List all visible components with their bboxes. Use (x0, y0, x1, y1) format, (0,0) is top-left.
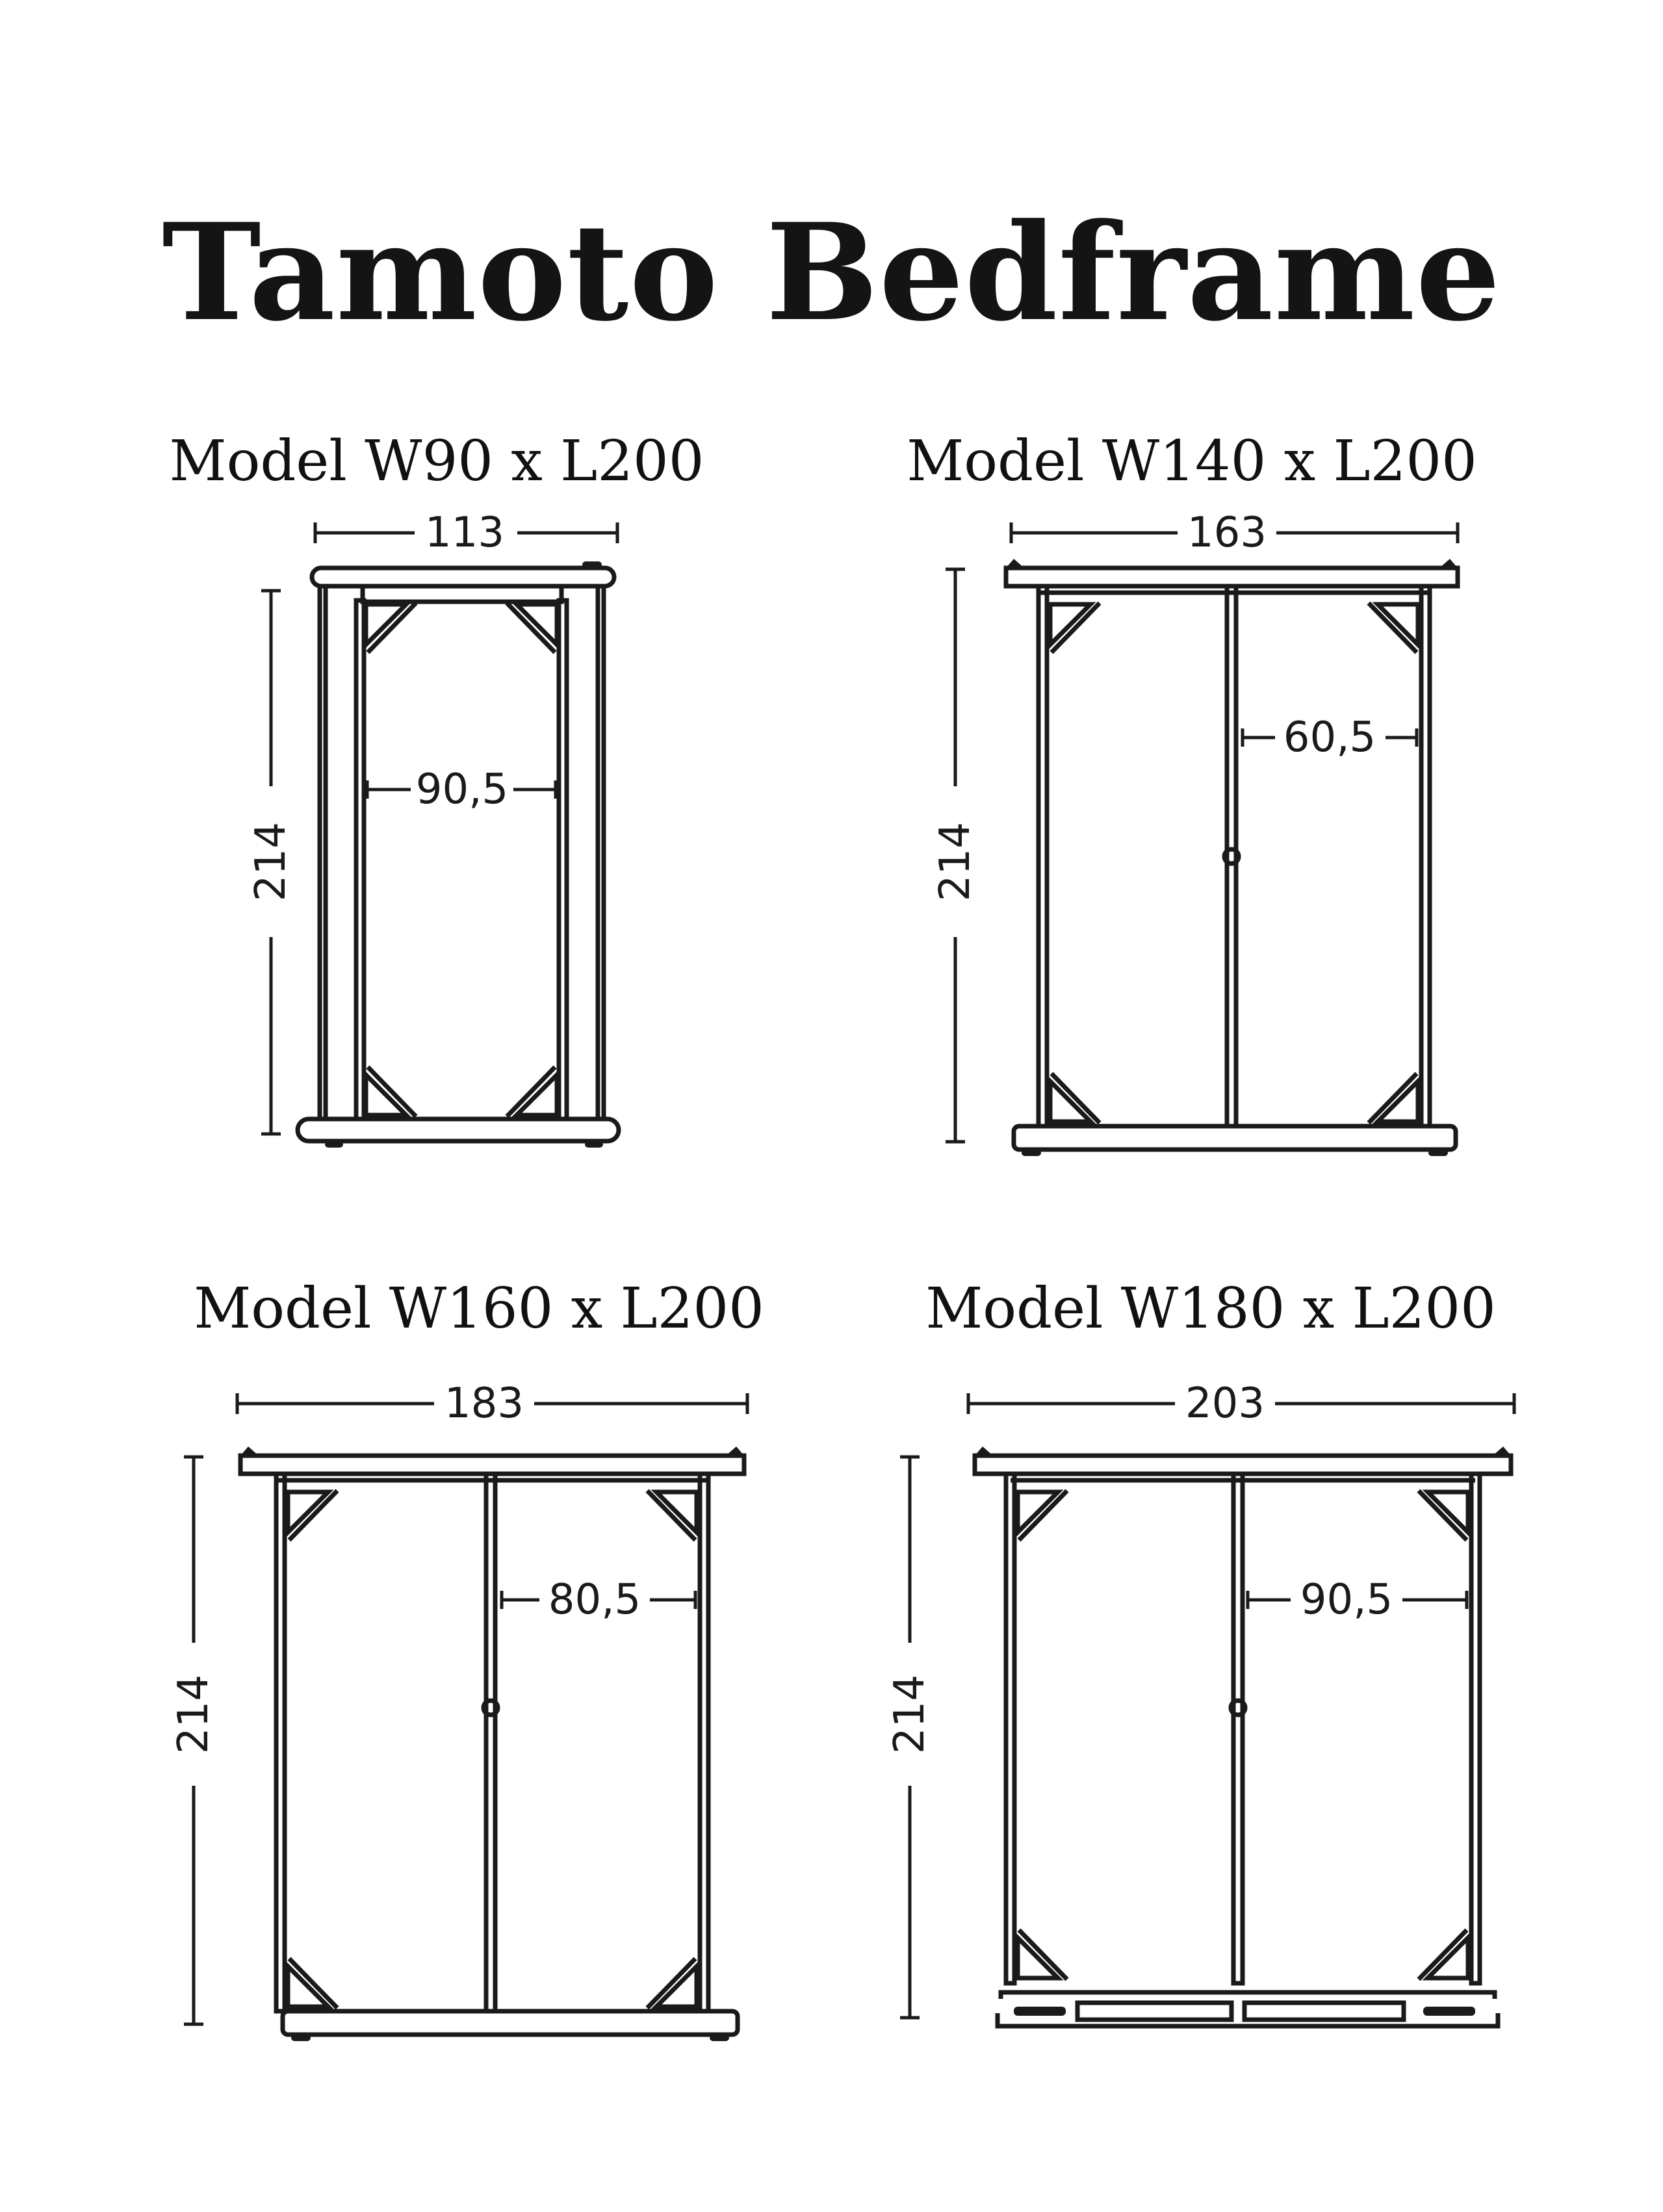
w180-width-label: 203 (1185, 1380, 1265, 1428)
w90-right-side (556, 598, 569, 1122)
w160-corner-braces (285, 1489, 699, 2010)
w180-bottom-base (995, 1990, 1501, 2029)
w160-height-dimension: 214 (170, 1455, 218, 2026)
w160-right-leg (697, 1471, 711, 2014)
w140-bottom-rail (1011, 1124, 1458, 1156)
w180-inner-label: 90,5 (1300, 1576, 1393, 1624)
w140-inner-dimension: 60,5 (1241, 714, 1419, 762)
model-w90-title: Model W90 x L200 (169, 429, 704, 494)
model-w140-title: Model W140 x L200 (907, 429, 1477, 494)
w160-left-leg (274, 1471, 287, 2014)
model-w180-title: Model W180 x L200 (925, 1276, 1496, 1341)
w160-inner-label: 80,5 (548, 1576, 641, 1624)
w160-center-post (483, 1471, 498, 2014)
w160-bottom-rail (280, 2009, 740, 2041)
w160-height-label: 214 (170, 1675, 218, 1754)
model-w90-drawing: 113 90,5 (247, 509, 621, 1148)
w140-center-post (1224, 584, 1239, 1129)
w160-width-dimension: 183 (235, 1380, 749, 1428)
w180-post-bolt (1228, 1698, 1248, 1717)
w90-top-rail (309, 561, 617, 589)
w90-rail-knob (582, 561, 602, 568)
w180-right-leg (1469, 1471, 1482, 1986)
w140-height-dimension: 214 (931, 567, 979, 1144)
w90-left-side (354, 598, 367, 1122)
w140-corner-braces (1048, 601, 1421, 1125)
w140-post-bolt (1222, 847, 1241, 866)
model-w180-drawing: 203 90,5 (886, 1380, 1516, 2029)
w180-width-dimension: 203 (966, 1380, 1516, 1428)
w90-inner-dimension: 90,5 (365, 765, 558, 814)
w140-height-label: 214 (931, 822, 979, 901)
w160-inner-dimension: 80,5 (500, 1576, 697, 1624)
model-w140-drawing: 163 60,5 (931, 509, 1460, 1156)
w90-inner-label: 90,5 (416, 765, 509, 814)
w90-width-dimension: 113 (313, 509, 619, 557)
w90-sub-rail (360, 584, 564, 604)
w140-inner-label: 60,5 (1283, 714, 1376, 762)
w160-post-bolt (481, 1698, 500, 1717)
w140-right-leg (1419, 584, 1432, 1129)
w90-right-leg (595, 584, 606, 1122)
w90-corner-braces (363, 601, 560, 1118)
model-w160-drawing: 183 80,5 (170, 1380, 749, 2041)
w90-height-label: 214 (247, 822, 295, 901)
w180-left-leg (1003, 1471, 1017, 1986)
page-title: Tamoto Bedframe (162, 195, 1501, 351)
w140-width-dimension: 163 (1009, 509, 1460, 557)
model-w160-title: Model W160 x L200 (194, 1276, 764, 1341)
w180-height-dimension: 214 (886, 1455, 934, 2020)
w140-left-leg (1036, 584, 1050, 1129)
w90-bottom-rail (295, 1116, 621, 1148)
w140-width-label: 163 (1187, 509, 1267, 557)
w180-center-post (1231, 1471, 1245, 1986)
w180-corner-braces (1015, 1489, 1471, 1981)
w160-width-label: 183 (445, 1380, 524, 1428)
w90-left-leg (317, 584, 328, 1122)
w180-inner-dimension: 90,5 (1246, 1576, 1469, 1624)
w90-width-label: 113 (425, 509, 504, 557)
w180-height-label: 214 (886, 1675, 934, 1754)
w90-height-dimension: 214 (247, 589, 295, 1136)
